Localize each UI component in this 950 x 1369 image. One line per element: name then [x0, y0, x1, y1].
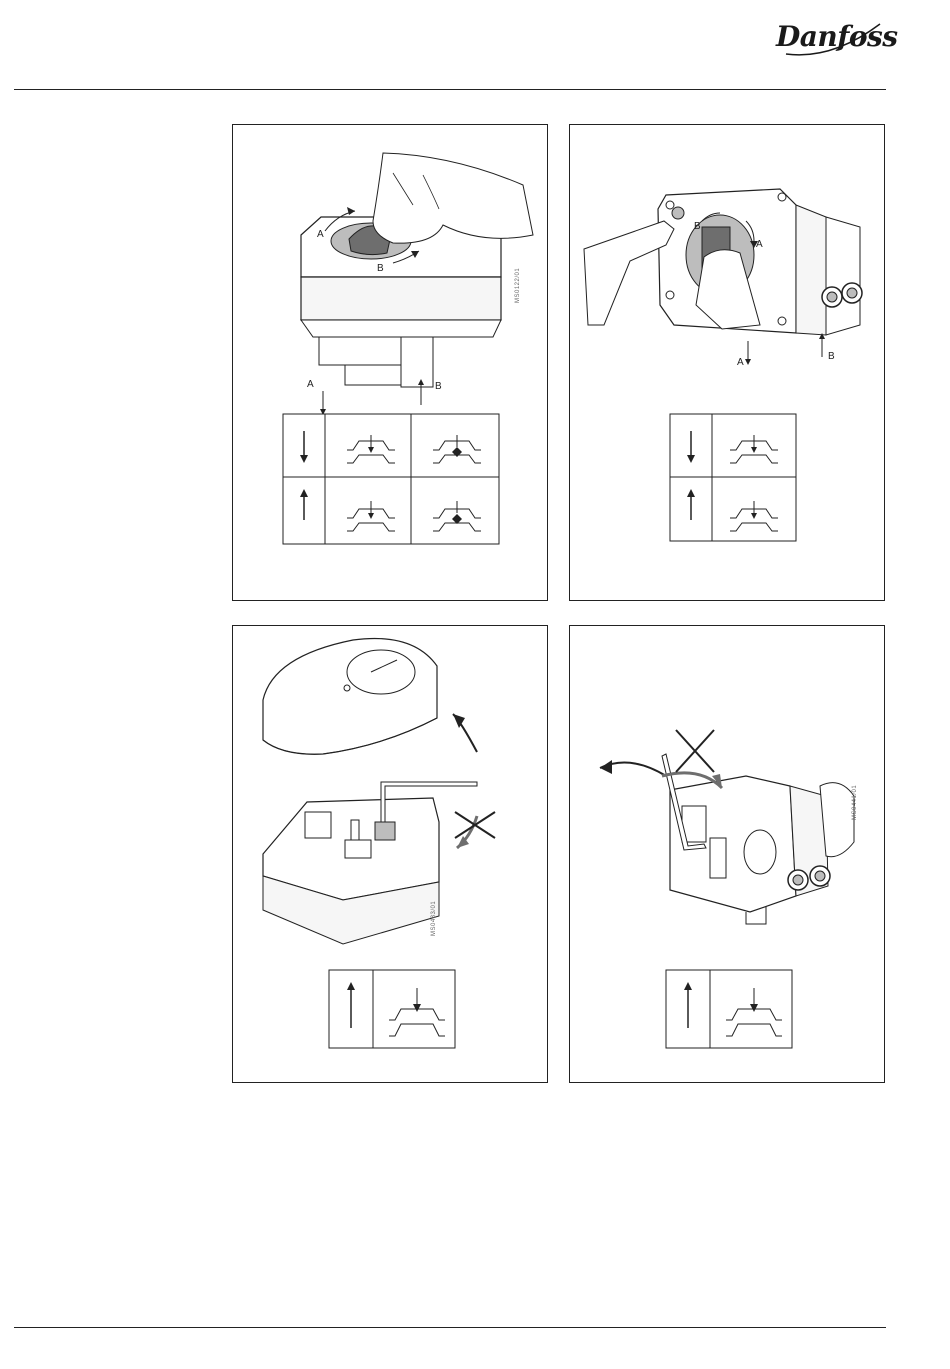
label-a-direction: A: [307, 379, 314, 390]
drawing-code: MS0441/01: [852, 785, 858, 820]
label-b-direction: B: [435, 381, 442, 392]
valve-symbol-table: [283, 414, 499, 544]
valve-symbol-table: [329, 970, 455, 1048]
panel-manual-override-lever: B A A B: [569, 124, 885, 601]
label-a-rotation: A: [756, 239, 763, 250]
label-b-rotation: B: [694, 221, 701, 232]
panel-hex-key-housing: MS0441/01: [569, 625, 885, 1083]
panel-manual-override-knob: A B A B MS0122/01: [232, 124, 548, 601]
label-a-rotation: A: [317, 229, 324, 240]
label-b-rotation: B: [377, 263, 384, 274]
housing-hex-key-illustration: [570, 626, 886, 1084]
danfoss-logo: Danfoss: [776, 14, 888, 62]
valve-symbol-table: [670, 414, 796, 541]
panel-hex-key-open-cover: MS0483/01: [232, 625, 548, 1083]
header-rule: [14, 89, 886, 90]
logo-text: Danfoss: [776, 20, 888, 53]
label-b-direction: B: [828, 351, 835, 362]
cover-removal-illustration: [233, 626, 549, 1084]
drawing-code: MS0483/01: [431, 901, 437, 936]
drawing-code: MS0122/01: [515, 268, 521, 303]
label-a-direction: A: [737, 357, 744, 368]
actuator-lever-illustration: [570, 125, 886, 602]
actuator-knob-illustration: [233, 125, 549, 602]
footer-rule: [14, 1327, 886, 1328]
valve-symbol-table: [666, 970, 792, 1048]
